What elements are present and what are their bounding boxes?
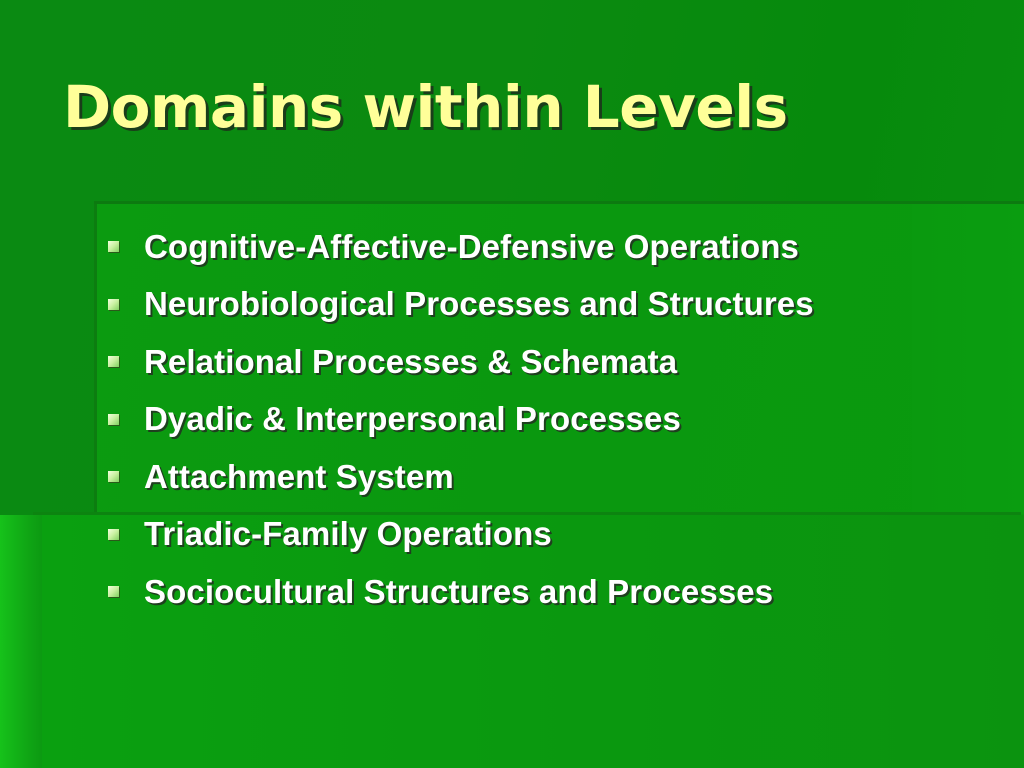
- square-bullet-icon: [108, 413, 119, 425]
- bullet-text: Relational Processes & Schemata: [144, 342, 678, 380]
- background-left-band: [0, 515, 42, 768]
- list-item: Cognitive-Affective-Defensive Operations: [104, 218, 814, 276]
- list-item: Relational Processes & Schemata: [104, 333, 814, 391]
- bullet-text: Attachment System: [144, 457, 454, 495]
- list-item: Attachment System: [104, 448, 814, 506]
- square-bullet-icon: [108, 528, 119, 540]
- list-item: Sociocultural Structures and Processes: [104, 563, 814, 621]
- background-lower-panel: [36, 515, 1024, 768]
- bullet-text: Sociocultural Structures and Processes: [144, 572, 774, 610]
- square-bullet-icon: [108, 586, 119, 598]
- bullet-text: Cognitive-Affective-Defensive Operations: [144, 227, 799, 265]
- list-item: Neurobiological Processes and Structures: [104, 276, 814, 334]
- bullet-text: Triadic-Family Operations: [144, 515, 552, 553]
- slide-title: Domains within Levels: [63, 73, 788, 141]
- bullet-list: Cognitive-Affective-Defensive Operations…: [104, 218, 814, 621]
- square-bullet-icon: [108, 356, 119, 368]
- bullet-text: Neurobiological Processes and Structures: [144, 285, 814, 323]
- square-bullet-icon: [108, 298, 119, 310]
- list-item: Dyadic & Interpersonal Processes: [104, 391, 814, 449]
- background-top-right-panel: [912, 204, 1024, 514]
- square-bullet-icon: [108, 471, 119, 483]
- bullet-text: Dyadic & Interpersonal Processes: [144, 400, 681, 438]
- list-item: Triadic-Family Operations: [104, 506, 814, 564]
- square-bullet-icon: [108, 241, 119, 253]
